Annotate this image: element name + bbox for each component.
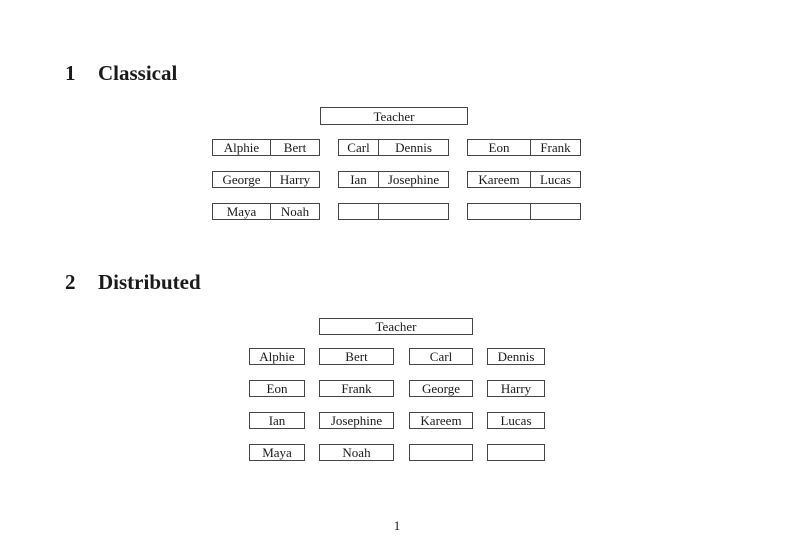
seat-name-empty [379, 204, 448, 219]
seat-name-empty [468, 204, 531, 219]
teacher-box-distributed: Teacher [319, 318, 473, 335]
seat: Kareem [409, 412, 473, 429]
seat-name: Lucas [539, 172, 572, 187]
seat-empty [409, 444, 473, 461]
seat: Eon [249, 380, 305, 397]
section-number: 2 [65, 270, 76, 294]
seat: Alphie [249, 348, 305, 365]
desk: Eon Frank [467, 139, 581, 156]
seat: Dennis [487, 348, 545, 365]
seat-name: Josephine [387, 172, 440, 187]
seat-name: Kareem [468, 172, 531, 187]
seat: Carl [409, 348, 473, 365]
teacher-box-classical: Teacher [320, 107, 468, 125]
seat-name: Dennis [395, 140, 432, 155]
section-title: Distributed [98, 270, 201, 294]
page-number: 1 [393, 518, 401, 533]
seat-name: Maya [213, 204, 271, 219]
teacher-label: Teacher [375, 319, 417, 334]
section-heading-distributed: 2 Distributed [65, 270, 201, 294]
seat: Maya [249, 444, 305, 461]
seat-name: Eon [468, 140, 531, 155]
seat: Bert [319, 348, 394, 365]
desk: Kareem Lucas [467, 171, 581, 188]
seat-name: Alphie [213, 140, 271, 155]
desk: Ian Josephine [338, 171, 449, 188]
seat-empty [487, 444, 545, 461]
desk: Alphie Bert [212, 139, 320, 156]
desk: George Harry [212, 171, 320, 188]
seat: Josephine [319, 412, 394, 429]
seat: Ian [249, 412, 305, 429]
seat-name: Carl [339, 140, 379, 155]
seat: Lucas [487, 412, 545, 429]
seat: Harry [487, 380, 545, 397]
desk-empty [467, 203, 581, 220]
seat: George [409, 380, 473, 397]
seat: Frank [319, 380, 394, 397]
desk: Carl Dennis [338, 139, 449, 156]
section-title: Classical [98, 61, 178, 85]
seat-name: Frank [540, 140, 571, 155]
seat: Noah [319, 444, 394, 461]
teacher-label: Teacher [373, 108, 415, 124]
section-heading-classical: 1 Classical [65, 61, 178, 85]
seat-name-empty [339, 204, 379, 219]
desk-empty [338, 203, 449, 220]
desk: Maya Noah [212, 203, 320, 220]
seat-name-empty [531, 204, 580, 219]
seat-name: Bert [283, 140, 307, 155]
seat-name: George [213, 172, 271, 187]
seat-name: Harry [279, 172, 311, 187]
seat-name: Noah [280, 204, 310, 219]
section-number: 1 [65, 61, 76, 85]
seat-name: Ian [339, 172, 379, 187]
